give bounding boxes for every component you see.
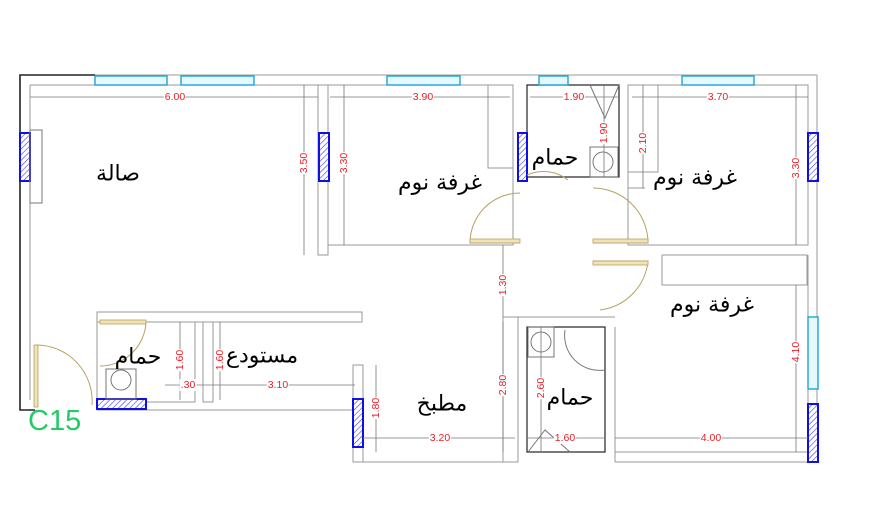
dim-bath-top-width: 1.90 — [562, 91, 586, 103]
dim-bed1-width: 3.90 — [411, 91, 435, 103]
dim-bath-bottom-width: 1.60 — [553, 432, 577, 444]
room-label-kitchen: مطبخ — [416, 391, 468, 417]
dim-gap: .30 — [179, 379, 197, 391]
dim-kitchen-width: 3.20 — [428, 432, 452, 444]
dim-bath-left-height: 1.60 — [174, 348, 186, 372]
doors — [33, 171, 649, 408]
dim-kitchen-side: 2.80 — [497, 373, 509, 397]
windows — [94, 75, 819, 390]
dim-bed3-height: 4.10 — [790, 340, 802, 364]
room-label-bath-bottom: حمام — [546, 385, 594, 411]
dim-corridor: 1.30 — [497, 273, 509, 297]
room-label-bedroom-2: غرفة نوم — [652, 165, 738, 191]
dim-storage-height: 1.60 — [214, 348, 226, 372]
unit-code: C15 — [28, 405, 82, 437]
room-label-bedroom-3: غرفة نوم — [669, 292, 755, 318]
dim-storage-width: 3.10 — [266, 379, 290, 391]
dim-closet-height: 2.10 — [637, 131, 649, 155]
dim-bed2-height: 3.30 — [790, 156, 802, 180]
room-label-living: صالة — [96, 161, 140, 187]
room-label-bedroom-1: غرفة نوم — [397, 170, 483, 196]
dim-bed1-height: 3.30 — [338, 151, 350, 175]
dim-bed2-width: 3.70 — [706, 91, 730, 103]
dim-kitchen-height: 1.80 — [370, 396, 382, 420]
dim-bath-top-height: 1.90 — [598, 121, 610, 145]
room-label-bath-top: حمام — [531, 145, 579, 171]
dim-bath-bottom-height: 2.60 — [535, 376, 547, 400]
dim-living-width: 6.00 — [163, 91, 187, 103]
dim-bed1-wall-height: 3.50 — [298, 151, 310, 175]
dim-bed3-width: 4.00 — [699, 432, 723, 444]
room-label-storage: مستودع — [225, 343, 299, 369]
columns — [19, 132, 819, 463]
room-label-bath-left: حمام — [114, 344, 162, 370]
